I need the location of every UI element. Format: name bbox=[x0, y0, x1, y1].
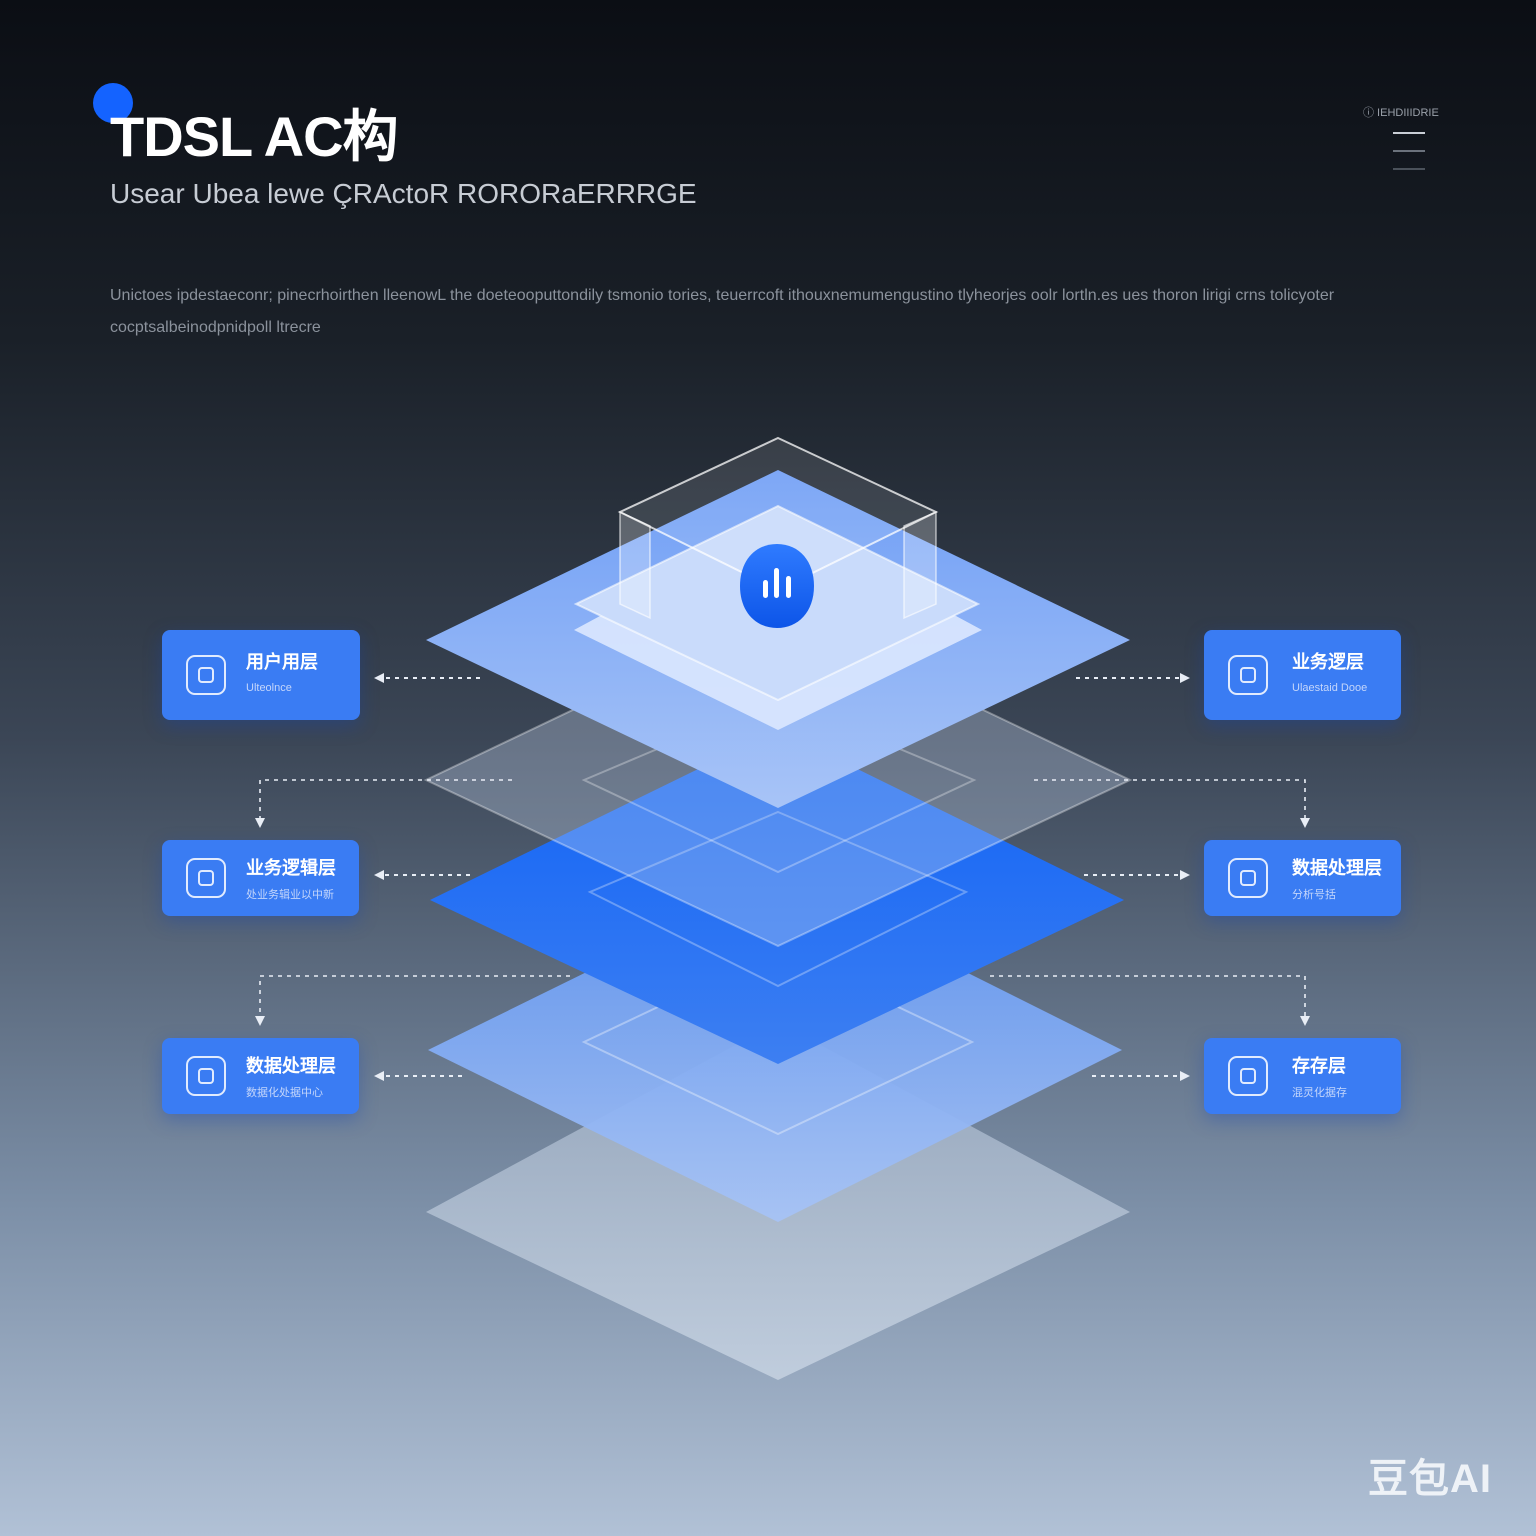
connector-arrow bbox=[255, 779, 512, 828]
layer-card-title: 用户用层 bbox=[246, 652, 318, 672]
audio-bar bbox=[763, 580, 768, 598]
layer-card-subtitle: Ulaestaid Dooe bbox=[1292, 682, 1368, 694]
page-title: TDSL AC构 bbox=[110, 105, 399, 168]
layer-plate-2-inner bbox=[581, 696, 977, 874]
layer-card-logic[interactable]: 业务逻辑层 处业务辑业以中新 bbox=[162, 840, 359, 916]
connector-arrow bbox=[255, 975, 570, 1026]
watermark-logo: 豆包AI bbox=[1368, 1457, 1492, 1501]
layer-card-title: 数据处理层 bbox=[1292, 858, 1382, 878]
glass-cube-left bbox=[619, 510, 651, 620]
page-description: Unictoes ipdestaeconr; pinecrhoirthen ll… bbox=[110, 287, 1335, 336]
audio-bar bbox=[786, 576, 791, 598]
page-subtitle: Usear Ubea lewe ÇRActoR RORORaERRRGE bbox=[110, 178, 697, 209]
layer-card-subtitle: 处业务辑业以中新 bbox=[246, 889, 334, 901]
connector-arrow bbox=[1034, 779, 1310, 828]
layer-card-subtitle: Ulteolnce bbox=[246, 682, 292, 694]
check-box-icon bbox=[1228, 655, 1268, 695]
logic-check-icon bbox=[186, 858, 226, 898]
layer-card-business[interactable]: 业务逻层 Ulaestaid Dooe bbox=[1204, 630, 1401, 720]
menu-line bbox=[1393, 150, 1425, 152]
storage-icon bbox=[1228, 1056, 1268, 1096]
layer-card-title: 存存层 bbox=[1292, 1056, 1346, 1076]
layer-card-subtitle: 分析号括 bbox=[1292, 889, 1336, 901]
top-right-menu[interactable]: ⓘ IEHDIIIDRIE bbox=[1363, 104, 1439, 170]
top-right-label: ⓘ IEHDIIIDRIE bbox=[1363, 107, 1439, 119]
layer-card-subtitle: 数据化处据中心 bbox=[246, 1087, 323, 1099]
layer-plate-3-inner bbox=[587, 810, 969, 988]
data-cluster-icon bbox=[186, 1056, 226, 1096]
layer-card-title: 业务逻层 bbox=[1292, 652, 1364, 672]
layer-plate-4-inner bbox=[581, 948, 975, 1136]
layer-card-subtitle: 混灵化据存 bbox=[1292, 1087, 1347, 1099]
layer-card-storage[interactable]: 存存层 混灵化据存 bbox=[1204, 1038, 1401, 1114]
layer-card-title: 数据处理层 bbox=[246, 1056, 336, 1076]
layer-plate-3 bbox=[430, 730, 1124, 1064]
monitor-icon bbox=[1228, 858, 1268, 898]
glass-cube-right bbox=[903, 510, 937, 620]
layer-card-data[interactable]: 数据处理层 数据化处据中心 bbox=[162, 1038, 359, 1114]
connector-arrow bbox=[990, 975, 1310, 1026]
accent-dot bbox=[93, 83, 133, 123]
layer-card-processing[interactable]: 数据处理层 分析号括 bbox=[1204, 840, 1401, 916]
menu-line bbox=[1393, 168, 1425, 170]
audio-bar bbox=[774, 568, 779, 598]
user-layer-icon bbox=[186, 655, 226, 695]
layer-card-title: 业务逻辑层 bbox=[246, 858, 336, 878]
menu-line bbox=[1393, 132, 1425, 134]
layer-card-user[interactable]: 用户用层 Ulteolnce bbox=[162, 630, 360, 720]
